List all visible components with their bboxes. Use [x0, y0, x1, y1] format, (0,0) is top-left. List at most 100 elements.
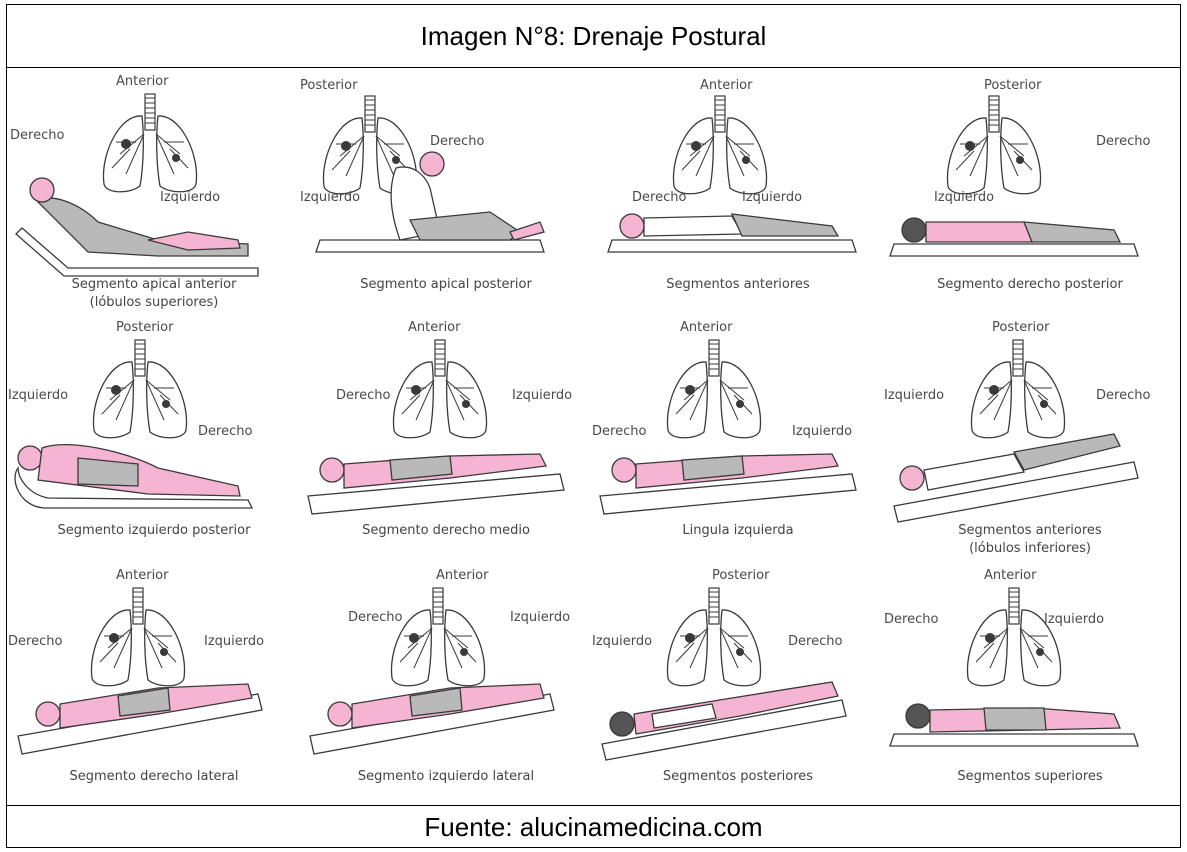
position-illustration	[8, 564, 300, 774]
lungs-illustration	[391, 588, 484, 686]
position-caption: Segmento derecho medio	[300, 522, 592, 540]
view-label: Anterior	[116, 568, 168, 583]
view-label: Posterior	[116, 320, 173, 335]
position-caption: Segmentos anteriores	[592, 276, 884, 294]
position-caption: Lingula izquierda	[592, 522, 884, 540]
side-label: Izquierdo	[160, 190, 220, 205]
side-label: Derecho	[788, 634, 842, 649]
view-label: Anterior	[984, 568, 1036, 583]
side-label: Izquierdo	[742, 190, 802, 205]
view-label: Anterior	[700, 78, 752, 93]
position-illustration	[300, 72, 592, 282]
patient-figure	[308, 454, 564, 514]
lungs-illustration	[971, 340, 1064, 438]
position-illustration	[592, 564, 884, 774]
side-label: Derecho	[1096, 134, 1150, 149]
view-label: Anterior	[436, 568, 488, 583]
position-caption: Segmentos superiores	[884, 768, 1176, 786]
position-illustration	[884, 318, 1176, 528]
patient-figure	[890, 218, 1138, 256]
caption-line: Segmento izquierdo lateral	[300, 768, 592, 786]
view-label: Posterior	[712, 568, 769, 583]
caption-line: Segmento apical anterior	[8, 276, 300, 294]
side-label: Izquierdo	[792, 424, 852, 439]
side-label: Izquierdo	[510, 610, 570, 625]
position-caption: Segmento izquierdo posterior	[8, 522, 300, 540]
position-illustration	[592, 72, 884, 282]
patient-figure	[890, 704, 1138, 746]
lungs-illustration	[667, 340, 760, 438]
side-label: Derecho	[198, 424, 252, 439]
view-label: Anterior	[408, 320, 460, 335]
patient-figure	[16, 178, 258, 276]
lungs-illustration	[393, 340, 486, 438]
caption-line: (lóbulos superiores)	[8, 294, 300, 312]
position-caption: Segmentos anteriores(lóbulos inferiores)	[884, 522, 1176, 558]
position-caption: Segmento derecho lateral	[8, 768, 300, 786]
position-illustration	[884, 564, 1176, 774]
patient-figure	[602, 682, 846, 760]
side-label: Derecho	[8, 634, 62, 649]
side-label: Derecho	[430, 134, 484, 149]
side-label: Izquierdo	[592, 634, 652, 649]
view-label: Posterior	[992, 320, 1049, 335]
patient-figure	[18, 684, 262, 754]
patient-figure	[608, 214, 856, 252]
caption-line: Segmentos posteriores	[592, 768, 884, 786]
caption-line: Segmento derecho posterior	[884, 276, 1176, 294]
side-label: Izquierdo	[8, 388, 68, 403]
position-illustration	[884, 72, 1176, 282]
side-label: Derecho	[336, 388, 390, 403]
position-caption: Segmento apical anterior(lóbulos superio…	[8, 276, 300, 312]
caption-line: (lóbulos inferiores)	[884, 540, 1176, 558]
side-label: Izquierdo	[884, 388, 944, 403]
caption-line: Segmentos anteriores	[592, 276, 884, 294]
lungs-illustration	[947, 96, 1040, 194]
patient-figure	[15, 445, 252, 508]
position-caption: Segmento derecho posterior	[884, 276, 1176, 294]
view-label: Posterior	[300, 78, 357, 93]
caption-line: Segmento apical posterior	[300, 276, 592, 294]
side-label: Derecho	[632, 190, 686, 205]
side-label: Izquierdo	[204, 634, 264, 649]
side-label: Izquierdo	[934, 190, 994, 205]
patient-figure	[310, 684, 554, 754]
caption-line: Segmentos anteriores	[884, 522, 1176, 540]
lungs-illustration	[967, 588, 1060, 686]
position-illustration	[300, 564, 592, 774]
side-label: Izquierdo	[1044, 612, 1104, 627]
figure-source: Fuente: alucinamedicina.com	[6, 806, 1181, 848]
lungs-illustration	[667, 588, 760, 686]
patient-figure	[894, 434, 1138, 522]
position-caption: Segmento apical posterior	[300, 276, 592, 294]
lungs-illustration	[91, 588, 184, 686]
position-caption: Segmentos posteriores	[592, 768, 884, 786]
side-label: Derecho	[592, 424, 646, 439]
side-label: Derecho	[884, 612, 938, 627]
position-caption: Segmento izquierdo lateral	[300, 768, 592, 786]
view-label: Posterior	[984, 78, 1041, 93]
caption-line: Lingula izquierda	[592, 522, 884, 540]
lungs-illustration	[103, 94, 196, 192]
view-label: Anterior	[116, 74, 168, 89]
caption-line: Segmento derecho lateral	[8, 768, 300, 786]
side-label: Derecho	[1096, 388, 1150, 403]
side-label: Derecho	[348, 610, 402, 625]
caption-line: Segmentos superiores	[884, 768, 1176, 786]
side-label: Izquierdo	[300, 190, 360, 205]
side-label: Derecho	[10, 128, 64, 143]
position-illustration	[592, 318, 884, 528]
view-label: Anterior	[680, 320, 732, 335]
lungs-illustration	[93, 340, 186, 438]
